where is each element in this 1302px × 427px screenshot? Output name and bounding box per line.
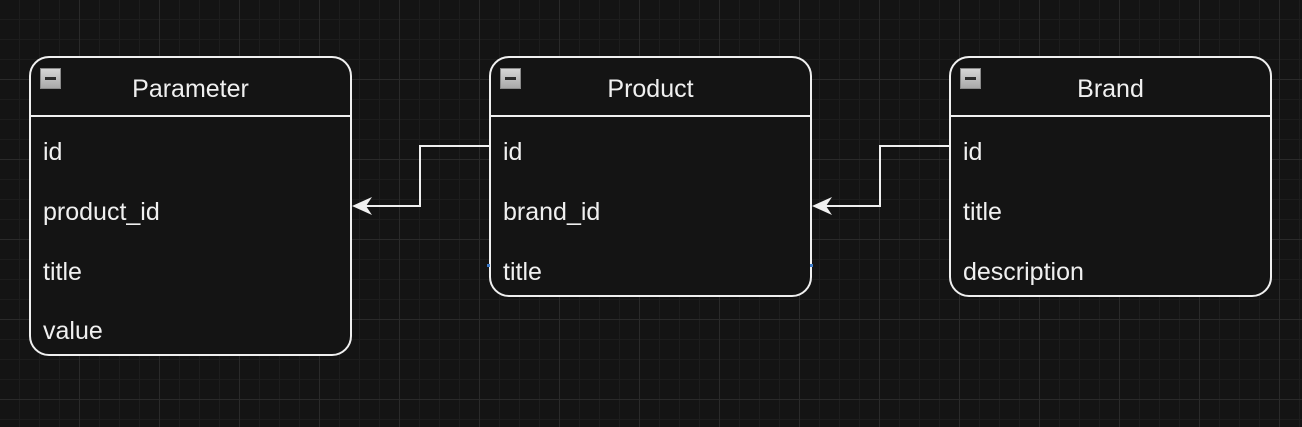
relation-product-parameter[interactable] [366, 145, 489, 207]
collapse-minus-icon[interactable] [500, 68, 521, 89]
entity-product[interactable]: Product id brand_id title [489, 56, 812, 297]
relation-product-parameter-arrowhead [352, 197, 372, 215]
field-parameter-title[interactable]: title [43, 258, 82, 286]
entity-brand-title: Brand [1077, 75, 1144, 103]
collapse-minus-icon[interactable] [960, 68, 981, 89]
entity-product-header[interactable]: Product [491, 58, 810, 117]
entity-parameter-title: Parameter [132, 75, 249, 103]
field-product-title[interactable]: title [503, 258, 542, 286]
field-product-brand-id[interactable]: brand_id [503, 198, 601, 226]
entity-parameter[interactable]: Parameter id product_id title value [29, 56, 352, 356]
field-brand-id[interactable]: id [963, 138, 983, 166]
entity-brand[interactable]: Brand id title description [949, 56, 1272, 297]
entity-brand-header[interactable]: Brand [951, 58, 1270, 117]
field-parameter-id[interactable]: id [43, 138, 63, 166]
collapse-minus-icon[interactable] [40, 68, 61, 89]
relation-brand-product-arrowhead [812, 197, 832, 215]
field-brand-description[interactable]: description [963, 258, 1084, 286]
entity-product-title: Product [607, 75, 694, 103]
connection-anchor-dot[interactable] [810, 264, 813, 267]
connection-anchor-dot[interactable] [487, 264, 490, 267]
field-parameter-value[interactable]: value [43, 317, 103, 345]
relation-brand-product[interactable] [826, 145, 949, 207]
field-brand-title[interactable]: title [963, 198, 1002, 226]
field-parameter-product-id[interactable]: product_id [43, 198, 160, 226]
field-product-id[interactable]: id [503, 138, 523, 166]
entity-parameter-header[interactable]: Parameter [31, 58, 350, 117]
